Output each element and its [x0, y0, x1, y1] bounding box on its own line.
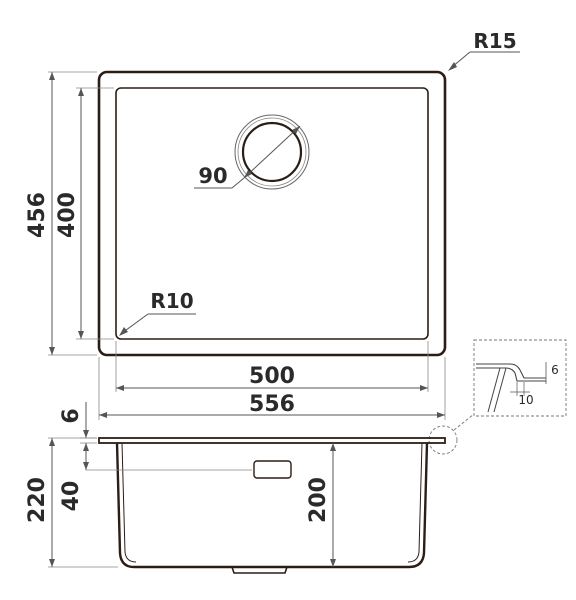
- detail-marker: [428, 413, 475, 455]
- top-view: 90 R15 R10 456: [25, 29, 520, 420]
- rim-thickness-label: 6: [59, 408, 84, 423]
- inner-radius-callout: R10: [119, 289, 196, 336]
- bowl-inner-wall: [121, 442, 137, 563]
- drain-stub: [231, 566, 288, 574]
- detail-wall: [487, 367, 507, 413]
- side-view: 6 220 40 200: [25, 402, 446, 574]
- rim-flange: [98, 437, 446, 444]
- bowl-inner-wall-right: [407, 442, 423, 563]
- detail-frame: [473, 339, 567, 417]
- inner-width-dimension: 500: [115, 341, 429, 392]
- drain-diameter-dimension: 90: [194, 125, 301, 189]
- bowl-depth-label: 200: [306, 477, 331, 523]
- inner-radius-label: R10: [150, 289, 193, 313]
- outer-depth-label: 456: [25, 192, 50, 238]
- sink-inner-outline: [115, 87, 429, 340]
- drain-diameter-label: 90: [198, 164, 227, 188]
- sink-outer-outline: [97, 70, 447, 357]
- drain-mid-ring: [237, 117, 307, 187]
- total-height-label: 220: [25, 477, 50, 523]
- rim-thickness-dimension: 6: [59, 402, 97, 460]
- outer-width-label: 556: [249, 392, 295, 417]
- bowl-outline: [115, 442, 429, 569]
- outer-radius-callout: R15: [448, 29, 520, 71]
- inner-depth-label: 400: [55, 192, 80, 238]
- bowl-depth-dimension: 200: [306, 443, 336, 567]
- drain-outer-ring: [234, 114, 310, 190]
- total-height-dimension: 220: [25, 437, 118, 568]
- overflow-slot: [253, 460, 292, 479]
- drain: [234, 114, 310, 190]
- outer-depth-dimension: 456: [25, 71, 97, 356]
- inner-depth-dimension: 400: [55, 87, 114, 340]
- detail-width-label: 10: [518, 393, 533, 407]
- detail-height-label: 6: [551, 363, 559, 377]
- inner-width-label: 500: [249, 364, 295, 389]
- detail-profile-outer: [476, 363, 546, 379]
- drain-inner-ring: [241, 121, 303, 183]
- outer-radius-label: R15: [473, 29, 516, 53]
- overflow-height-label: 40: [59, 481, 84, 512]
- overflow-height-dimension: 40: [59, 443, 252, 511]
- outer-width-dimension: 556: [98, 357, 446, 420]
- detail-profile-inner: [476, 367, 546, 382]
- rim-detail-view: 6 10: [473, 339, 567, 417]
